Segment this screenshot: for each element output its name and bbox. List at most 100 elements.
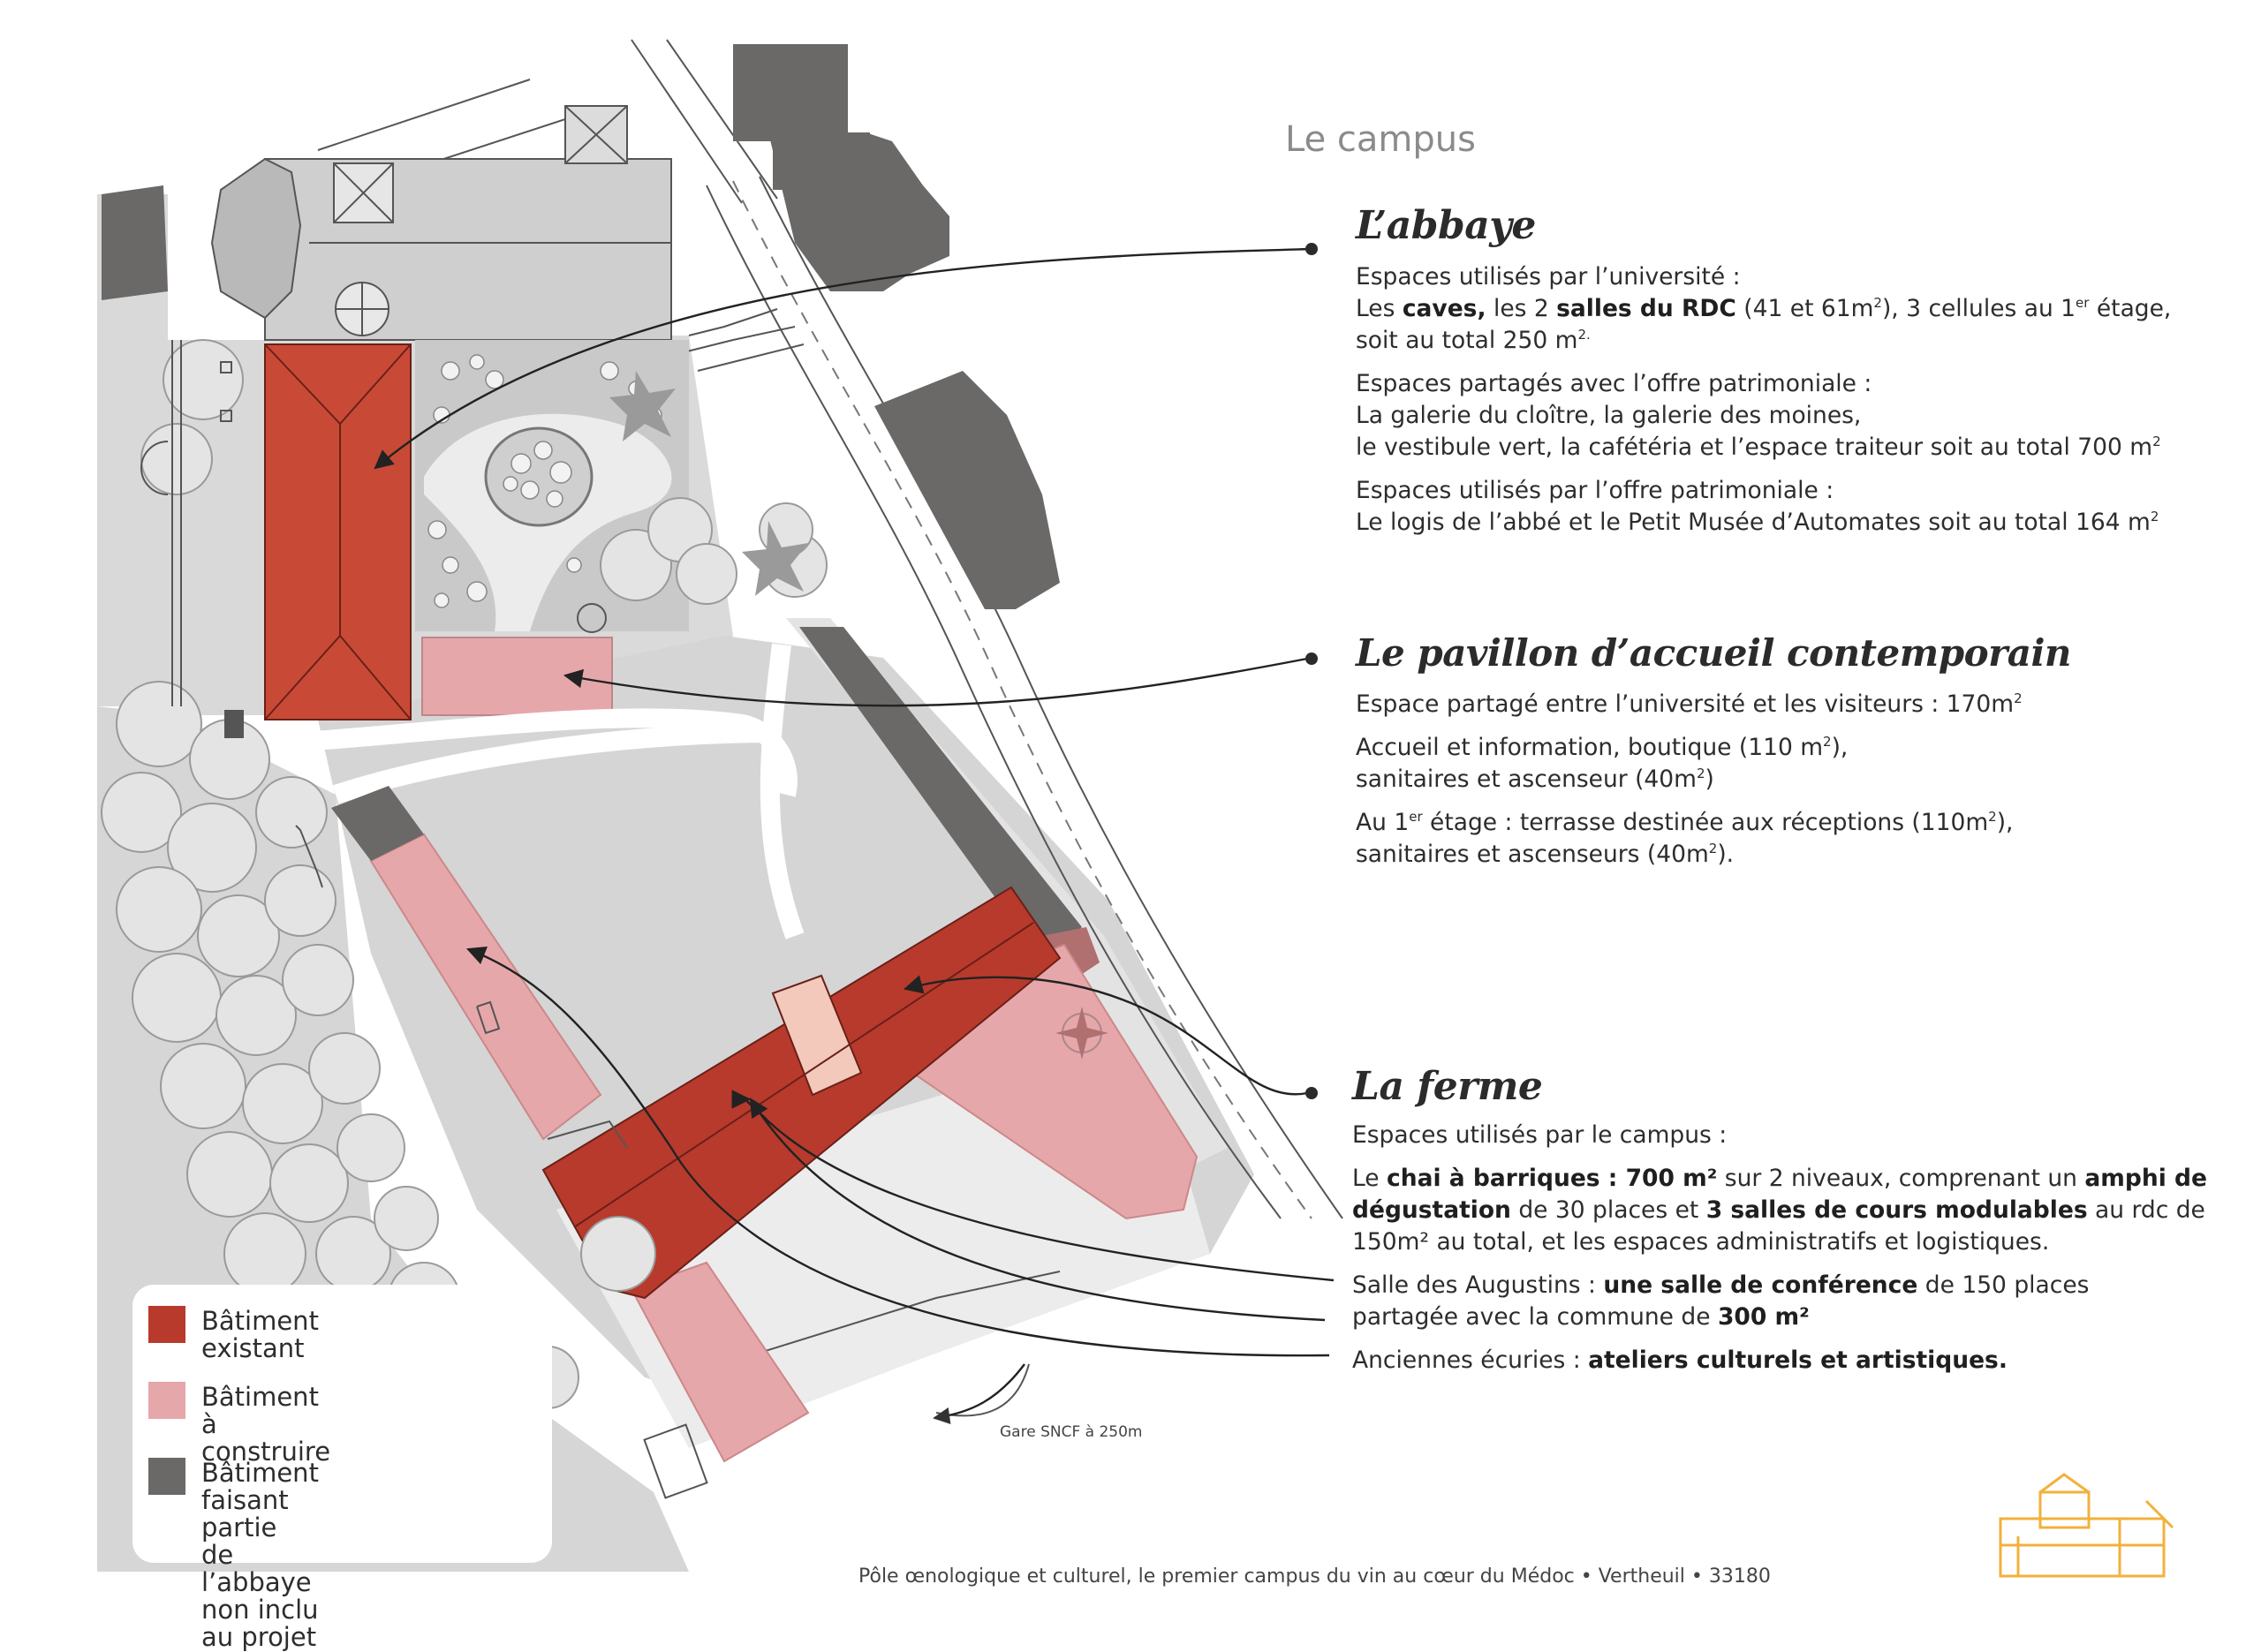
text-run: Le logis de l’abbé et le Petit Musée d’A… xyxy=(1356,509,2151,536)
description-line: Le logis de l’abbé et le Petit Musée d’A… xyxy=(1356,507,2171,539)
abbey-existing xyxy=(264,343,412,720)
description-line: Espaces utilisés par le campus : xyxy=(1352,1120,2207,1151)
superscript: 2 xyxy=(1988,809,1997,826)
footer: Pôle œnologique et culturel, le premier … xyxy=(858,1565,1771,1588)
text-run: ), xyxy=(1831,734,1849,761)
text-run: Accueil et information, boutique (110 m xyxy=(1356,734,1824,761)
bold-text: salles du RDC xyxy=(1556,295,1736,322)
description-line: La galerie du cloître, la galerie des mo… xyxy=(1356,400,2171,432)
description-line: Accueil et information, boutique (110 m2… xyxy=(1356,732,2023,764)
cloister-garden xyxy=(415,340,689,631)
pavillon-description: Espace partagé entre l’université et les… xyxy=(1356,689,2023,871)
description-line: Au 1er étage : terrasse destinée aux réc… xyxy=(1356,807,2023,839)
legend: Bâtiment existant Bâtiment à construire … xyxy=(132,1285,552,1651)
text-run: Le xyxy=(1352,1165,1388,1192)
text-run: partagée avec la commune de xyxy=(1352,1303,1718,1331)
stable-strip xyxy=(799,627,1082,962)
site-outlines xyxy=(140,340,708,1499)
description-line: sanitaires et ascenseur (40m2) xyxy=(1356,764,2023,796)
compass-star-icon xyxy=(1055,1007,1108,1060)
text-run: (41 et 61m xyxy=(1735,295,1874,322)
description-line: dégustation de 30 places et 3 salles de … xyxy=(1352,1195,2207,1226)
superscript: 2. xyxy=(1577,327,1591,343)
campus-map xyxy=(97,39,2174,1578)
text-run: Au 1 xyxy=(1356,809,1410,836)
text-run: Espace partagé entre l’université et les… xyxy=(1356,690,2015,718)
site-paths xyxy=(299,643,805,939)
description-line: le vestibule vert, la cafétéria et l’esp… xyxy=(1356,432,2171,464)
text-run: ). xyxy=(1717,841,1735,868)
text-run: Les xyxy=(1356,295,1403,322)
text-run: de 150 places xyxy=(1917,1271,2090,1299)
description-line: Espaces utilisés par l’université : xyxy=(1356,261,2171,293)
text-run: soit au total 250 m xyxy=(1356,327,1578,354)
text-run: étage : terrasse destinée aux réceptions… xyxy=(1422,809,1989,836)
description-line: Salle des Augustins : une salle de confé… xyxy=(1352,1270,2207,1301)
bold-text: 300 m² xyxy=(1717,1303,1810,1331)
legend-swatch xyxy=(148,1382,185,1419)
text-run: ), 3 cellules au 1 xyxy=(1881,295,2076,322)
bold-text: 3 salles de cours modulables xyxy=(1705,1196,2088,1224)
pavillon-heading: Le pavillon d’accueil contemporain xyxy=(1356,631,2071,675)
text-run: La galerie du cloître, la galerie des mo… xyxy=(1356,402,1862,429)
text-run: Espaces utilisés par l’université : xyxy=(1356,263,1741,290)
superscript: 2 xyxy=(2014,690,2023,707)
legend-label: Bâtiment à construire xyxy=(201,1382,331,1467)
bold-text: caves, xyxy=(1402,295,1486,322)
text-run: Anciennes écuries : xyxy=(1352,1346,1589,1374)
text-run: étage, xyxy=(2089,295,2172,322)
abbey-logo xyxy=(1999,1473,2174,1578)
gare-label: Gare SNCF à 250m xyxy=(1000,1423,1143,1441)
bold-text: amphi de xyxy=(2084,1165,2207,1192)
description-line: Les caves, les 2 salles du RDC (41 et 61… xyxy=(1356,293,2171,325)
legend-swatch xyxy=(148,1458,185,1495)
description-line: sanitaires et ascenseurs (40m2). xyxy=(1356,839,2023,871)
bold-text: ateliers culturels et artistiques. xyxy=(1588,1346,2008,1374)
text-run: les 2 xyxy=(1486,295,1557,322)
ferme-bullet xyxy=(1305,1087,1318,1099)
text-run: ) xyxy=(1705,766,1714,793)
stable-strip-end xyxy=(1042,927,1100,980)
description-line: Espace partagé entre l’université et les… xyxy=(1356,689,2023,720)
superscript: 2 xyxy=(1823,734,1832,751)
text-run: Espaces utilisés par l’offre patrimonial… xyxy=(1356,477,1834,504)
abbaye-heading: L’abbaye xyxy=(1356,203,1536,248)
text-run: 150m² au total, et les espaces administr… xyxy=(1352,1228,2050,1256)
legend-swatch xyxy=(148,1306,185,1343)
bold-text: une salle de conférence xyxy=(1603,1271,1918,1299)
legend-label: Bâtiment existant xyxy=(201,1306,319,1363)
pavilion-tobuild xyxy=(421,637,613,716)
text-run: sur 2 niveaux, comprenant un xyxy=(1717,1165,2085,1192)
text-run: sanitaires et ascenseur (40m xyxy=(1356,766,1697,793)
legend-label: Bâtiment faisant partie de l’abbaye non … xyxy=(201,1458,319,1652)
text-run: Espaces utilisés par le campus : xyxy=(1352,1121,1728,1149)
bold-text: dégustation xyxy=(1352,1196,1511,1224)
abbey-building xyxy=(210,105,672,341)
superscript: 2 xyxy=(1708,841,1718,857)
text-run: sanitaires et ascenseurs (40m xyxy=(1356,841,1709,868)
ferme-description: Espaces utilisés par le campus : Le chai … xyxy=(1352,1120,2207,1377)
superscript: 2 xyxy=(2150,509,2159,525)
text-run: le vestibule vert, la cafétéria et l’esp… xyxy=(1356,434,2153,461)
page-title: Le campus xyxy=(1285,119,1476,160)
description-line: Espaces utilisés par l’offre patrimonial… xyxy=(1356,475,2171,507)
west-grey-block xyxy=(331,786,424,861)
text-run: Salle des Augustins : xyxy=(1352,1271,1604,1299)
description-line: 150m² au total, et les espaces administr… xyxy=(1352,1226,2207,1258)
description-line: Le chai à barriques : 700 m² sur 2 nivea… xyxy=(1352,1163,2207,1195)
superscript: 2 xyxy=(1696,766,1705,782)
superscript: er xyxy=(2076,295,2090,312)
bold-text: chai à barriques : 700 m² xyxy=(1387,1165,1718,1192)
text-run: ), xyxy=(1996,809,2014,836)
description-line: soit au total 250 m2. xyxy=(1356,325,2171,357)
text-run: Espaces partagés avec l’offre patrimonia… xyxy=(1356,370,1872,397)
ferme-heading: La ferme xyxy=(1352,1064,1543,1109)
text-run: au rdc de xyxy=(2087,1196,2205,1224)
abbaye-bullet xyxy=(1305,243,1318,255)
neighbour-buildings xyxy=(102,44,1060,609)
superscript: er xyxy=(1409,809,1423,826)
superscript: 2 xyxy=(1873,295,1882,312)
text-run: de 30 places et xyxy=(1510,1196,1706,1224)
abbaye-description: Espaces utilisés par l’université : Les c… xyxy=(1356,261,2171,539)
callout-lines xyxy=(374,247,1335,1425)
